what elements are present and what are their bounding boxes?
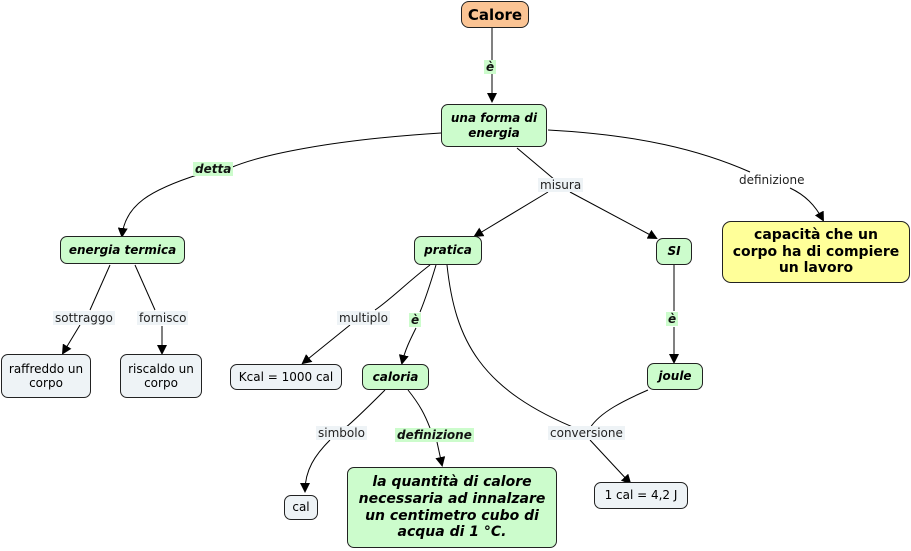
line-simbolo-cal <box>300 439 331 493</box>
link-label-simbolo: simbolo <box>316 426 367 440</box>
line-forma-misura <box>516 147 556 181</box>
link-label-conversione: conversione <box>548 426 625 440</box>
node-calore[interactable]: Calore <box>461 1 529 28</box>
line-et-sottraggo <box>89 264 111 311</box>
line-definizione-quantita <box>435 441 446 467</box>
link-label-multiplo: multiplo <box>337 311 390 325</box>
node-caloria[interactable]: caloria <box>362 364 429 390</box>
node-raffreddo-un-corpo[interactable]: raffreddo un corpo <box>1 354 91 398</box>
node-joule[interactable]: joule <box>647 363 703 390</box>
link-label-misura: misura <box>538 178 584 192</box>
line-joule-conversione <box>589 389 649 429</box>
line-pratica-e <box>419 264 437 313</box>
node-una-forma-di-energia[interactable]: una forma di energia <box>441 104 547 147</box>
link-label-definizione-2: definizione <box>395 428 474 442</box>
line-conversione-1cal <box>589 439 632 485</box>
line-misura-si <box>569 191 658 239</box>
node-riscaldo-un-corpo[interactable]: riscaldo un corpo <box>120 354 202 398</box>
line-forma-definizione <box>547 129 751 173</box>
line-caloria-simbolo <box>344 389 386 429</box>
line-e-caloria <box>398 327 417 365</box>
link-label-e-1: è <box>484 60 497 74</box>
line-pratica-conversione <box>446 264 581 431</box>
line-sottraggo-raff <box>61 324 81 355</box>
node-cal[interactable]: cal <box>284 495 318 520</box>
line-forma-detta <box>229 132 442 169</box>
node-conversione-value[interactable]: 1 cal = 4,2 J <box>594 482 688 509</box>
link-label-e-2: è <box>409 313 422 327</box>
line-multiplo-kcal <box>301 324 351 365</box>
link-label-sottraggo: sottraggo <box>53 311 115 325</box>
line-pratica-multiplo <box>374 264 431 311</box>
node-pratica[interactable]: pratica <box>414 236 482 265</box>
link-label-detta: detta <box>193 162 234 176</box>
line-detta-energia <box>117 173 201 238</box>
link-label-definizione-1: definizione <box>737 173 807 187</box>
line-definizione-capacita <box>789 187 824 222</box>
node-si[interactable]: SI <box>656 238 692 265</box>
link-label-fornisco: fornisco <box>137 311 189 325</box>
node-definizione-caloria[interactable]: la quantità di calore necessaria ad inna… <box>347 467 557 548</box>
line-et-fornisco <box>134 264 156 311</box>
node-kcal[interactable]: Kcal = 1000 cal <box>230 364 342 390</box>
link-label-e-3: è <box>666 312 679 326</box>
line-misura-pratica <box>473 191 549 238</box>
line-caloria-definizione <box>407 389 431 429</box>
node-capacita[interactable]: capacità che un corpo ha di compiere un … <box>722 221 910 283</box>
node-energia-termica[interactable]: energia termica <box>60 236 185 264</box>
